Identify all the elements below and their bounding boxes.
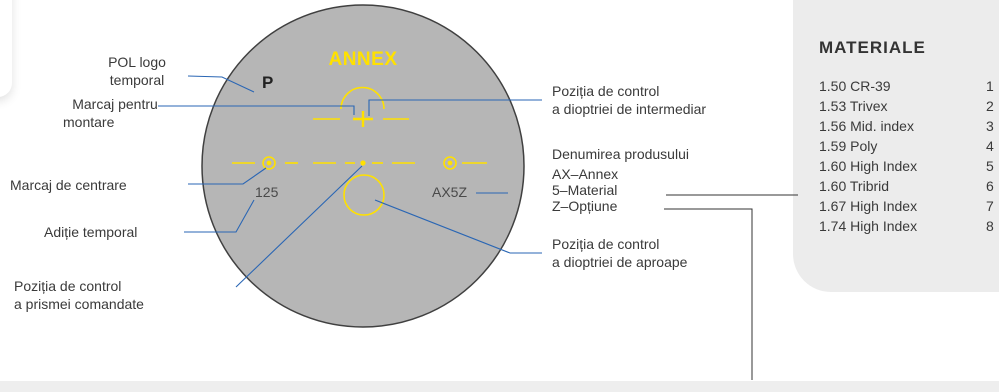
prism-dot [360,160,366,166]
product-code: AX5Z [432,184,468,200]
material-code: 4 [986,138,994,154]
label-line: POL logo [108,54,166,70]
label-line: montare [63,114,115,130]
leader-centering [188,167,267,185]
leader-addition [184,199,255,233]
label-line: Poziția de control [14,278,122,294]
material-name: 1.60 Tribrid [819,178,890,194]
label-product-name: Denumirea produsului AX–Annex 5–Material… [552,146,689,214]
centering-circle-right [443,156,457,170]
label-addition: Adiție temporal [44,224,138,240]
lens-brand: ANNEX [328,49,398,70]
leader-near [374,199,542,254]
label-line: Z–Opțiune [552,198,618,214]
addition-value: 125 [255,184,279,200]
near-zone-circle [343,174,385,216]
leader-mounting [158,105,355,115]
centering-dot-left [266,160,272,166]
centering-circle-left [262,156,276,170]
material-name: 1.53 Trivex [819,98,888,114]
materials-title: MATERIALE [819,38,926,57]
label-line: a prismei comandate [14,296,144,312]
material-code: 1 [986,78,994,94]
lens-blank [201,4,525,328]
material-code: 3 [986,118,994,134]
material-code: 5 [986,158,994,174]
material-name: 1.60 High Index [819,158,918,174]
material-code: 6 [986,178,994,194]
leader-lines [158,75,542,288]
label-line: 5–Material [552,182,618,198]
material-name: 1.56 Mid. index [819,118,914,134]
label-intermediate-control: Poziția de control a dioptriei de interm… [552,82,706,118]
material-name: 1.67 High Index [819,198,918,214]
materials-panel [793,0,999,292]
connector-lines [664,194,798,380]
pol-logo-icon: P [262,73,274,92]
label-near-control: Poziția de control a dioptriei de aproap… [552,235,687,271]
material-code: 8 [986,218,994,234]
label-line: Poziția de control [552,236,660,252]
leader-pol-logo [187,75,255,93]
label-line: Denumirea produsului [552,146,689,162]
label-line: a dioptriei de aproape [552,254,688,270]
bottom-band [0,381,999,392]
material-code: 2 [986,98,994,114]
leader-intermediate [368,99,542,116]
label-prism-control: Poziția de control a prismei comandate [14,277,144,313]
leader-prism [235,165,363,288]
material-name: 1.74 High Index [819,218,918,234]
label-pol-logo: POL logo temporal [82,53,192,89]
label-line: a dioptriei de intermediar [552,101,707,117]
label-line: AX–Annex [552,166,619,182]
connector-option [664,208,753,380]
material-name: 1.59 Poly [819,138,878,154]
label-line: Marcaj pentru [72,96,158,112]
label-line: Poziția de control [552,83,660,99]
label-mounting-mark: Marcaj pentru montare [60,95,170,131]
centering-dot-right [447,160,453,166]
material-code: 7 [986,198,994,214]
partial-card [0,0,12,97]
material-name: 1.50 CR-39 [819,78,891,94]
label-centering-mark: Marcaj de centrare [10,177,127,193]
label-line: temporal [109,72,165,88]
